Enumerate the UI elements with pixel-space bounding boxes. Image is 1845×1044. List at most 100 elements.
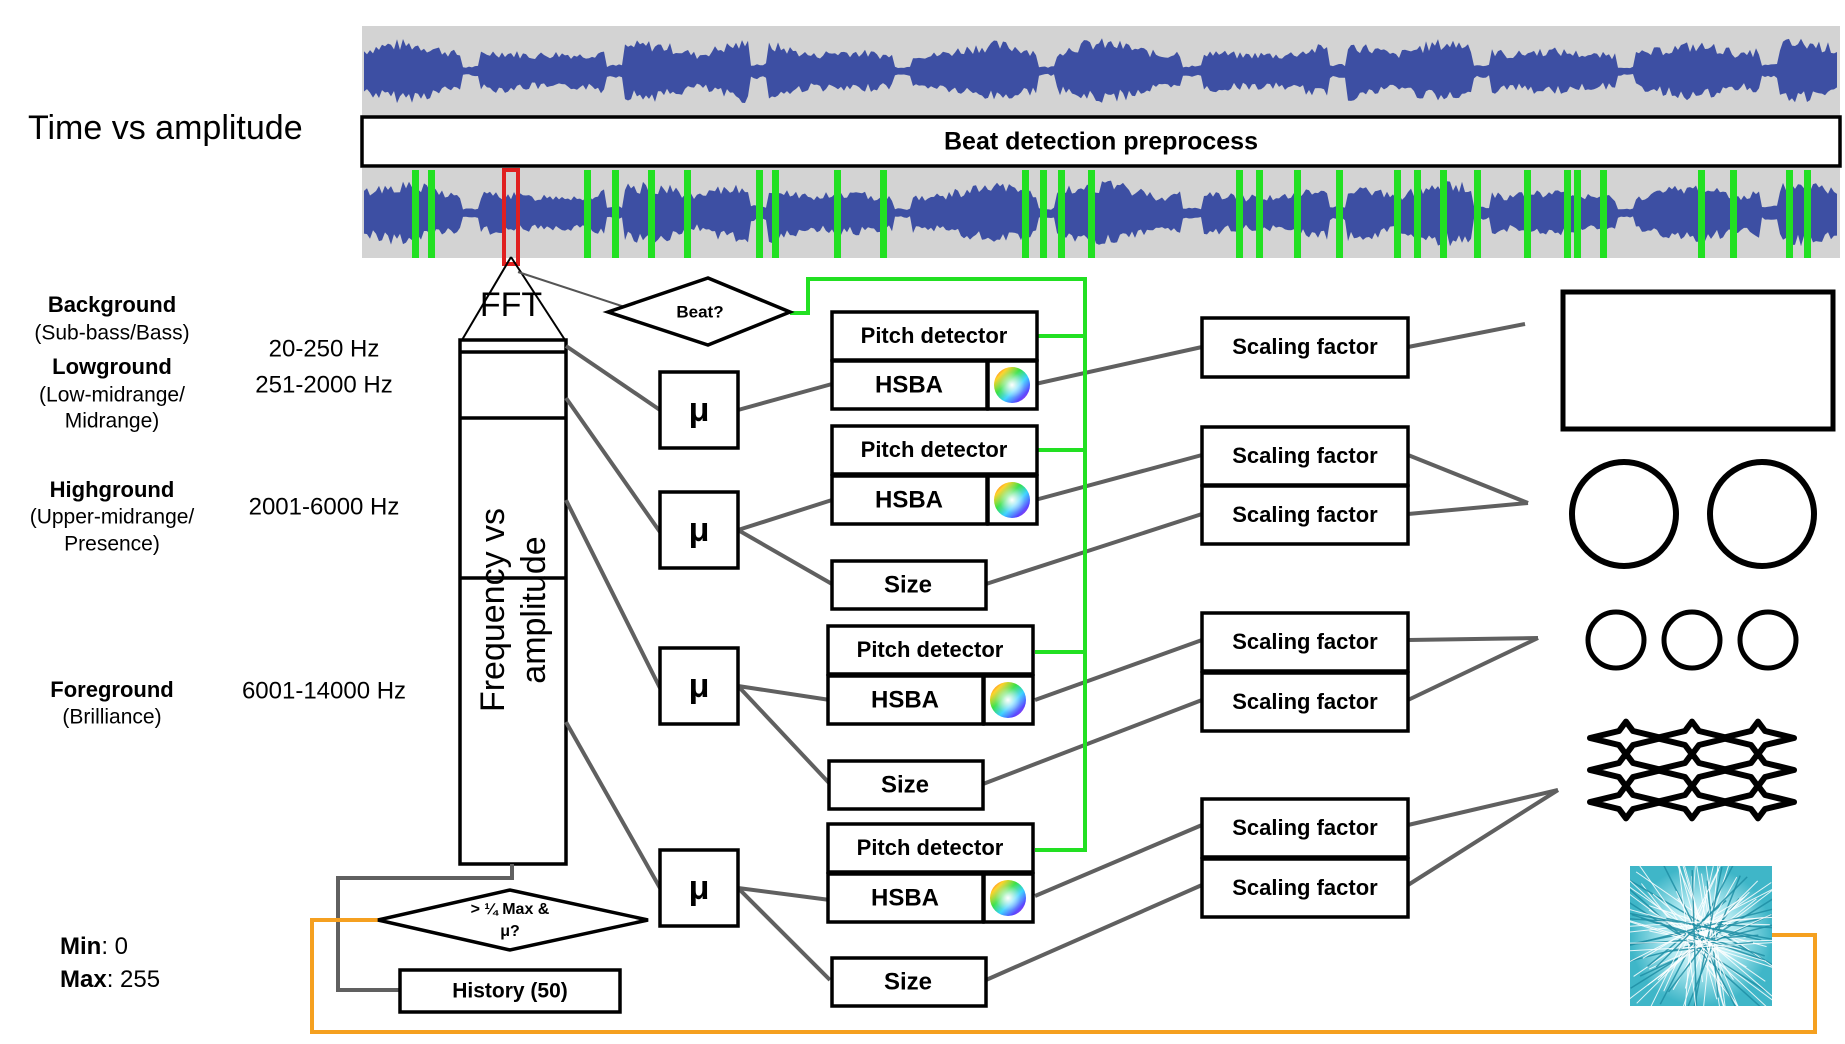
connector-lines (336, 322, 1560, 992)
connector-mu1-hsba1 (737, 382, 833, 412)
max-label: Max (60, 966, 107, 993)
connector-scale7-stars (1406, 788, 1560, 887)
connector-mu4-hsba4 (737, 886, 831, 902)
burst-ray (1703, 866, 1719, 1006)
star-shape (1719, 782, 1797, 822)
burst-ray (1641, 917, 1766, 961)
connector-mu3-size3 (736, 684, 832, 786)
beat-marker (684, 170, 691, 258)
color-wheel-icon-highlight (994, 482, 1030, 518)
history-feedback-loop (310, 918, 1817, 1034)
beat-marker (584, 170, 591, 258)
scaling-factor-box-7 (1200, 857, 1410, 919)
beat-marker (1804, 170, 1811, 258)
beat-marker (1564, 170, 1571, 258)
color-wheel-icon-highlight (994, 367, 1030, 403)
beat-marker (648, 170, 655, 258)
burst-ray (1635, 871, 1772, 967)
pitch-detector-box-3 (826, 624, 1035, 676)
burst-ray (1630, 908, 1772, 946)
burst-ray (1630, 916, 1772, 927)
color-wheel-icon-highlight (990, 682, 1026, 718)
output-rectangle (1560, 289, 1836, 432)
beat-marker (1574, 170, 1581, 258)
mu-label-2: μ (689, 511, 710, 549)
output-circle-small-2 (1661, 609, 1723, 671)
scaling-factor-label-5: Scaling factor (1232, 689, 1378, 714)
band-foreground-range: 6001-14000 Hz (242, 677, 406, 704)
color-wheel-icon-highlight (990, 880, 1026, 916)
beat-marker (1088, 170, 1095, 258)
beat-marker (1524, 170, 1531, 258)
band-highground-sub2: Presence) (64, 533, 160, 556)
connector-size3-scale5 (982, 698, 1203, 786)
fft-funnel-right (510, 256, 566, 341)
beat-detection-preprocess-label: Beat detection preprocess (944, 128, 1258, 156)
band-highground: Highground (Upper-midrange/ Presence) 20… (30, 477, 400, 556)
beat-marker (756, 170, 763, 258)
size-3: Size (830, 956, 988, 1008)
band-background-range: 20-250 Hz (269, 335, 380, 362)
mu-4: μ (658, 848, 740, 928)
burst-ray (1630, 939, 1772, 944)
pitch-detector-label-1: Pitch detector (861, 323, 1008, 348)
scaling-factor-box-5 (1200, 671, 1410, 733)
connector-mu3-hsba3 (737, 684, 831, 702)
star-shape (1653, 718, 1731, 758)
scaling-factor-label-2: Scaling factor (1232, 443, 1378, 468)
burst-rays (1630, 866, 1772, 1006)
band-foreground-sub: (Brilliance) (62, 706, 161, 729)
size-label-2: Size (881, 771, 929, 798)
waveform-top (364, 38, 1837, 104)
band-highground-name: Highground (50, 477, 175, 502)
beat-marker (834, 170, 841, 258)
mu-label-4: μ (689, 869, 710, 907)
beat-marker (1786, 170, 1793, 258)
burst-ray (1678, 866, 1697, 1006)
beat-marker (1256, 170, 1263, 258)
beat-marker (612, 170, 619, 258)
threshold-label-line2: μ? (500, 923, 520, 940)
mu-1: μ (658, 370, 740, 450)
output-circle-large-2 (1707, 459, 1817, 569)
min-label: Min (60, 933, 101, 960)
connector-scale3-circles (1407, 501, 1529, 516)
beat-marker (1294, 170, 1301, 258)
beat-marker (1022, 170, 1029, 258)
mu-label-3: μ (689, 667, 710, 705)
mu-box-4 (658, 848, 740, 928)
burst-ray (1639, 866, 1739, 1006)
connector-scale2-circles (1407, 453, 1529, 505)
band-background-name: Background (48, 292, 176, 317)
pitch-detector-box-4 (826, 822, 1035, 874)
size-box-3 (830, 956, 988, 1008)
beat-decision (602, 276, 795, 347)
beat-marker (1058, 170, 1065, 258)
burst-ray (1655, 876, 1748, 968)
output-burst-image (1630, 866, 1772, 1006)
waveform-bottom (364, 180, 1837, 247)
connector-band4-mu4 (564, 721, 662, 889)
beat-marker (1698, 170, 1705, 258)
mu-box-1 (658, 370, 740, 450)
beat-marker (412, 170, 419, 258)
beat-marker (1440, 170, 1447, 258)
scaling-factor-box-6 (1200, 797, 1410, 859)
burst-ray (1666, 917, 1762, 941)
connector-size2-scale3 (985, 512, 1203, 586)
band-highground-sub1: (Upper-midrange/ (30, 506, 195, 529)
connector-band1-mu1 (564, 344, 662, 412)
size-2: Size (827, 759, 985, 811)
connector-history-loop (336, 864, 514, 992)
size-box-1 (830, 559, 988, 611)
beat-decision-label: Beat? (676, 302, 723, 321)
pitch-detector-box-1 (830, 310, 1039, 362)
band-lowground-range: 251-2000 Hz (255, 371, 392, 398)
fft-to-beat-line (517, 271, 641, 313)
frequency-label-line1: Frequency vs (474, 508, 512, 712)
beat-marker (1394, 170, 1401, 258)
threshold-decision (377, 888, 649, 952)
burst-ray (1660, 891, 1750, 978)
output-circle-small-3 (1737, 609, 1799, 671)
beat-marker (428, 170, 435, 258)
